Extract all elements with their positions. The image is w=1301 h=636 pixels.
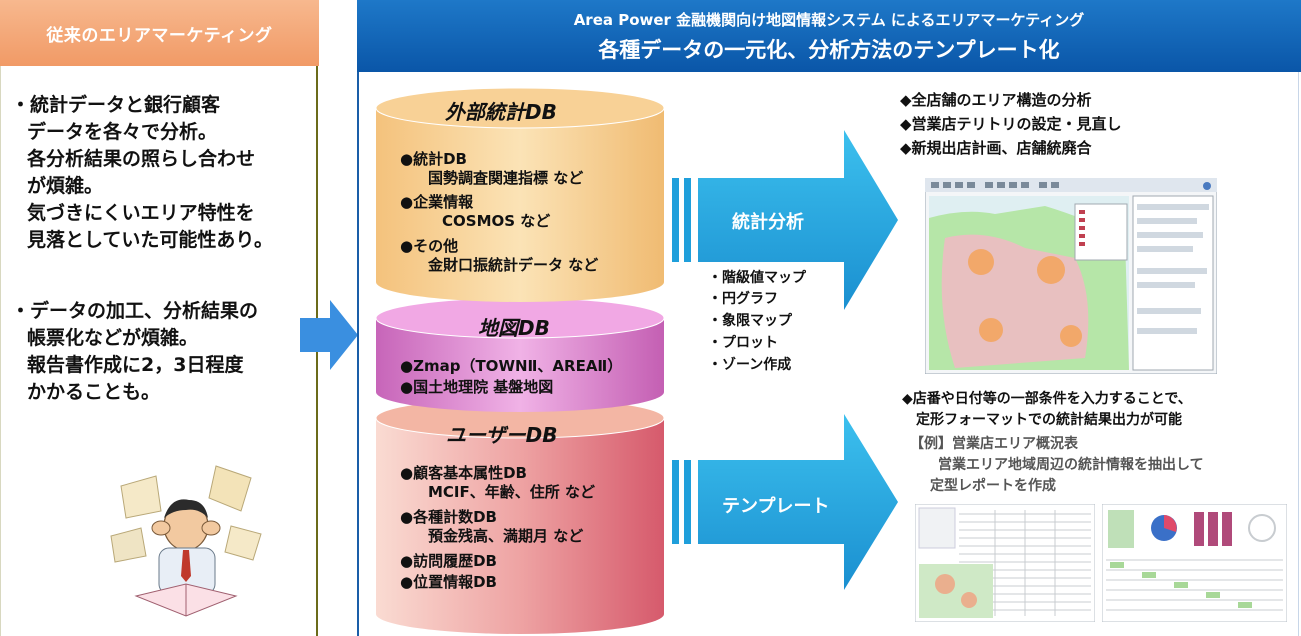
analysis-method: ・円グラフ xyxy=(708,291,778,307)
text-line: ・データの加工、分析結果の xyxy=(11,300,259,322)
example-line: 定型レポートを作成 xyxy=(930,478,1056,494)
external-db-cylinder xyxy=(375,87,665,302)
right-panel xyxy=(357,72,1299,636)
right-title-line1: Area Power 金融機関向け地図情報システム によるエリアマーケティング xyxy=(573,11,1085,29)
analysis-arrow xyxy=(672,130,898,310)
external-db-item: ●その他 xyxy=(400,237,459,255)
text-line: 報告書作成に2，3日程度 xyxy=(27,354,244,376)
report-thumbnail-1 xyxy=(915,504,1095,622)
right-title-line2: 各種データの一元化、分析方法のテンプレート化 xyxy=(598,38,1060,62)
external-db-item: COSMOS など xyxy=(442,212,551,230)
left-bullet-1: ・統計データと銀行顧客 データを各々で分析。 各分析結果の照らし合わせ が煩雑。… xyxy=(11,92,273,254)
stressed-worker-illustration xyxy=(110,465,262,617)
example-line: 営業エリア地域周辺の統計情報を抽出して xyxy=(938,457,1204,473)
user-db-item: ●各種計数DB xyxy=(400,508,497,526)
user-db-title: ユーザーDB xyxy=(446,423,558,447)
right-panel-header: Area Power 金融機関向け地図情報システム によるエリアマーケティング … xyxy=(357,0,1301,72)
external-db-item: 金財口振統計データ など xyxy=(428,256,599,274)
text-line: 帳票化などが煩雑。 xyxy=(27,327,199,349)
map-db-title: 地図DB xyxy=(478,316,550,340)
user-db-item: 預金残高、満期月 など xyxy=(428,527,584,545)
user-db-item: ●顧客基本属性DB xyxy=(400,464,527,482)
text-line: データを各々で分析。 xyxy=(27,121,218,143)
analysis-method: ・プロット xyxy=(708,335,778,351)
template-feature-line: ◆店番や日付等の一部条件を入力することで、 xyxy=(902,391,1192,407)
text-line: ・統計データと銀行顧客 xyxy=(11,94,221,116)
analysis-method: ・象限マップ xyxy=(708,313,792,329)
map-db-item: ●国土地理院 基盤地図 xyxy=(400,378,554,396)
analysis-method: ・階級値マップ xyxy=(708,270,806,286)
external-db-item: ●企業情報 xyxy=(400,193,474,211)
map-application-screenshot xyxy=(925,178,1217,374)
feature-item: ◆新規出店計画、店舗統廃合 xyxy=(900,139,1092,157)
database-cylinders xyxy=(375,87,665,634)
analysis-method: ・ゾーン作成 xyxy=(708,357,792,373)
left-panel-header: 従来のエリアマーケティング xyxy=(0,0,319,66)
map-db-item: ●Zmap（TOWNⅡ、AREAⅡ） xyxy=(400,357,623,375)
user-db-item: ●位置情報DB xyxy=(400,573,497,591)
text-line: かかることも。 xyxy=(27,381,161,403)
template-feature-line: 定形フォーマットでの統計結果出力が可能 xyxy=(916,412,1182,428)
text-line: 見落としていた可能性あり。 xyxy=(27,229,274,251)
report-thumbnail-2 xyxy=(1102,504,1287,622)
external-db-item: ●統計DB xyxy=(400,150,467,168)
left-panel: ・統計データと銀行顧客 データを各々で分析。 各分析結果の照らし合わせ が煩雑。… xyxy=(0,66,318,636)
external-db-title: 外部統計DB xyxy=(445,100,557,124)
external-db-item: 国勢調査関連指標 など xyxy=(428,169,584,187)
text-line: が煩雑。 xyxy=(27,175,104,197)
user-db-item: MCIF、年齢、住所 など xyxy=(428,483,595,501)
feature-item: ◆営業店テリトリの設定・見直し xyxy=(900,115,1122,133)
left-bullet-2: ・データの加工、分析結果の 帳票化などが煩雑。 報告書作成に2，3日程度 かかる… xyxy=(11,298,258,406)
transition-arrow xyxy=(300,300,358,370)
text-line: 各分析結果の照らし合わせ xyxy=(27,148,256,170)
text-line: 気づきにくいエリア特性を xyxy=(27,202,255,224)
map-db-cylinder xyxy=(375,297,665,412)
template-arrow-label: テンプレート xyxy=(722,496,830,517)
template-arrow xyxy=(672,414,898,590)
analysis-arrow-label: 統計分析 xyxy=(732,212,804,233)
feature-item: ◆全店舗のエリア構造の分析 xyxy=(900,91,1092,109)
example-title: 【例】営業店エリア概況表 xyxy=(910,436,1078,452)
user-db-item: ●訪問履歴DB xyxy=(400,552,497,570)
